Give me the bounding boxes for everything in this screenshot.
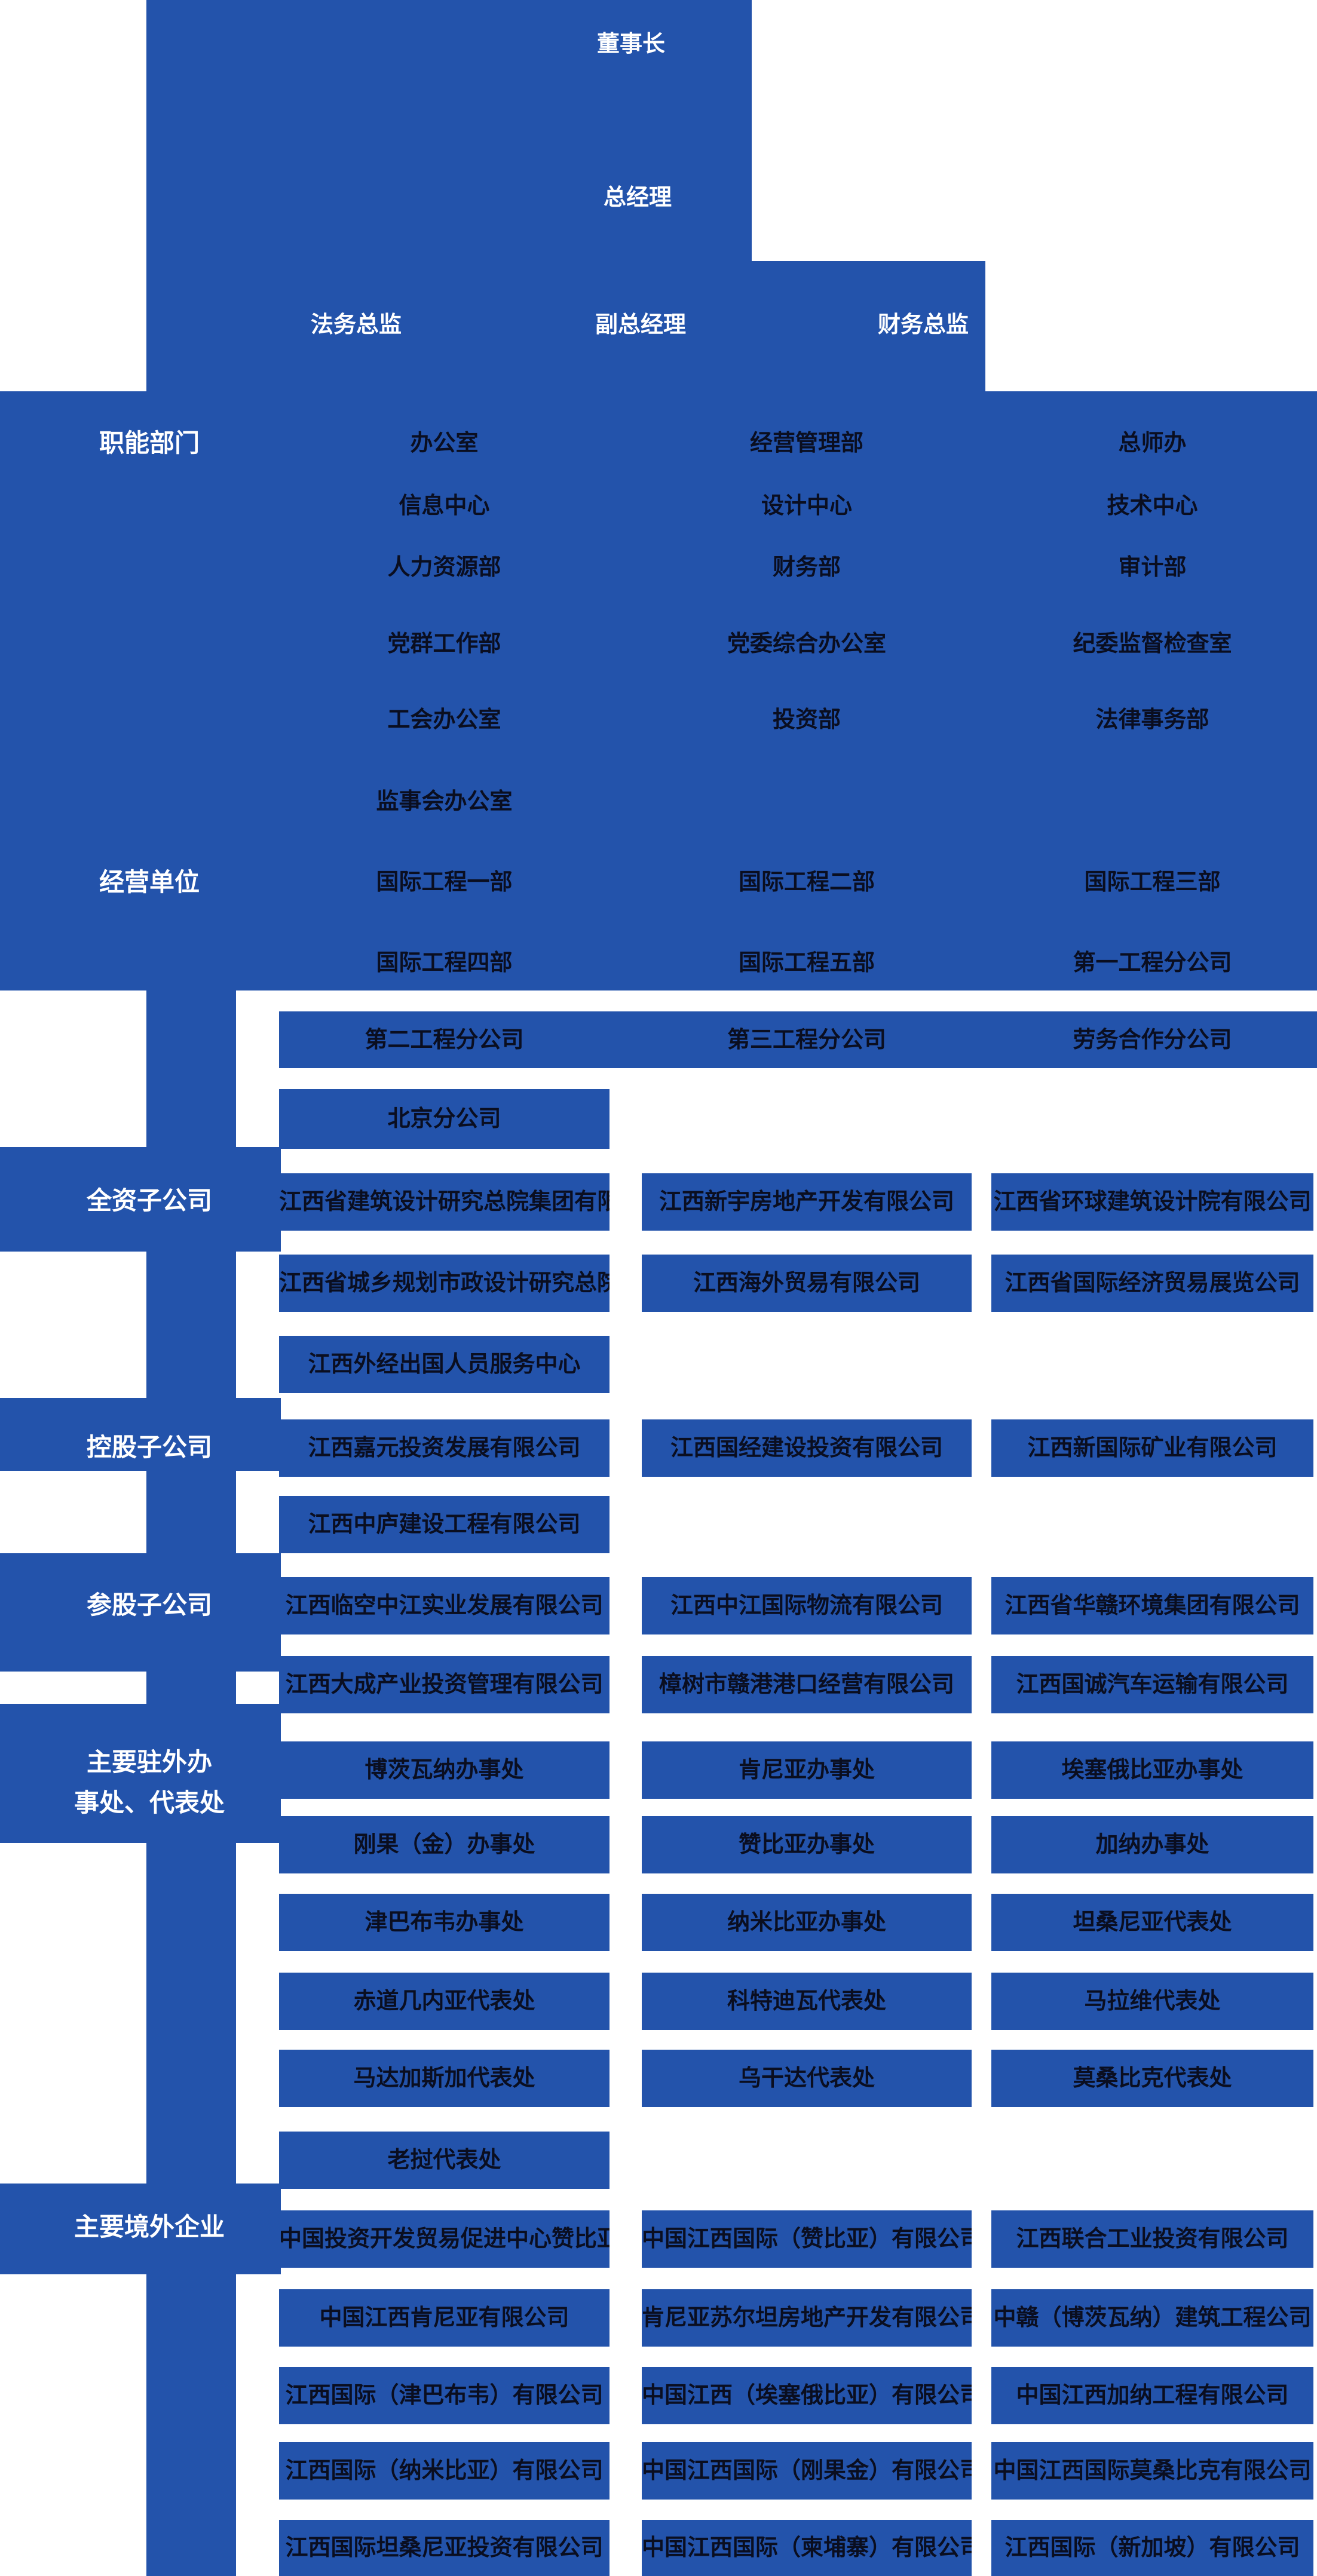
org-node: 国际工程一部	[376, 870, 513, 895]
org-node: 莫桑比克代表处	[991, 2050, 1313, 2107]
org-node: 马拉维代表处	[991, 1973, 1313, 2030]
org-node: 纳米比亚办事处	[642, 1894, 972, 1951]
general-manager-title: 总经理	[603, 185, 672, 210]
org-node: 江西省华赣环境集团有限公司	[991, 1577, 1313, 1634]
org-node: 科特迪瓦代表处	[642, 1973, 972, 2030]
org-node: 肯尼亚办事处	[642, 1741, 972, 1799]
group-label-overseas-enterprises: 主要境外企业	[73, 2213, 225, 2241]
org-node: 办公室	[410, 431, 479, 456]
deputy-general-manager-title: 副总经理	[595, 312, 686, 338]
legal-director-title: 法务总监	[310, 312, 402, 338]
org-node: 马达加斯加代表处	[279, 2050, 610, 2107]
org-node: 经营管理部	[749, 431, 863, 456]
org-node: 国际工程二部	[738, 870, 875, 895]
org-node: 江西外经出国人员服务中心	[279, 1336, 610, 1393]
org-node: 审计部	[1118, 555, 1187, 580]
org-node: 乌干达代表处	[642, 2050, 972, 2107]
branch-band	[279, 1011, 1317, 1068]
org-node: 纪委监督检查室	[1073, 631, 1232, 657]
executive-band	[146, 261, 985, 391]
org-node: 江西新国际矿业有限公司	[991, 1419, 1313, 1477]
org-node: 肯尼亚苏尔坦房地产开发有限公司	[642, 2289, 972, 2347]
org-node: 中国江西加纳工程有限公司	[991, 2367, 1313, 2424]
group-label-overseas-offices-line1: 主要驻外办	[86, 1748, 212, 1776]
chairman-title: 董事长	[596, 32, 665, 57]
org-node: 第一工程分公司	[1073, 950, 1232, 976]
group-label-business-units: 经营单位	[99, 868, 200, 896]
org-node: 江西省国际经济贸易展览公司	[991, 1255, 1313, 1312]
label-block-holding	[0, 1398, 281, 1471]
group-label-wholly-owned: 全资子公司	[86, 1186, 212, 1215]
org-node: 老挝代表处	[279, 2132, 610, 2189]
org-node: 财务部	[772, 555, 841, 580]
org-node: 津巴布韦办事处	[279, 1894, 610, 1951]
org-node: 中赣（博茨瓦纳）建筑工程公司	[991, 2289, 1313, 2347]
org-node: 江西新宇房地产开发有限公司	[642, 1173, 972, 1231]
org-node: 江西临空中江实业发展有限公司	[279, 1577, 610, 1634]
top-left-block	[146, 0, 752, 261]
org-node: 劳务合作分公司	[1073, 1028, 1232, 1053]
label-block-overseas-offices	[0, 1704, 281, 1843]
org-node: 中国投资开发贸易促进中心赞比亚有限公司	[279, 2210, 610, 2268]
group-label-equity: 参股子公司	[86, 1591, 212, 1619]
org-node: 第二工程分公司	[365, 1028, 524, 1053]
org-node: 江西省城乡规划市政设计研究总院有限公司	[279, 1255, 610, 1312]
org-node: 江西海外贸易有限公司	[642, 1255, 972, 1312]
org-node: 人力资源部	[387, 555, 501, 580]
org-node: 赞比亚办事处	[642, 1816, 972, 1873]
org-node: 中国江西国际莫桑比克有限公司	[991, 2442, 1313, 2500]
org-node: 监事会办公室	[376, 789, 513, 814]
org-node: 国际工程四部	[376, 950, 513, 976]
org-node: 设计中心	[761, 493, 852, 519]
org-node: 江西国际坦桑尼亚投资有限公司	[279, 2520, 610, 2576]
org-node: 赤道几内亚代表处	[279, 1973, 610, 2030]
org-node: 第三工程分公司	[727, 1028, 886, 1053]
finance-director-title: 财务总监	[877, 312, 969, 338]
org-node: 国际工程五部	[738, 950, 875, 976]
label-block-equity	[0, 1553, 281, 1672]
org-node: 江西省建筑设计研究总院集团有限公司	[279, 1173, 610, 1231]
org-node: 总师办	[1118, 431, 1187, 456]
org-node: 技术中心	[1107, 493, 1198, 519]
org-node: 江西大成产业投资管理有限公司	[279, 1656, 610, 1713]
org-node: 江西嘉元投资发展有限公司	[279, 1419, 610, 1477]
org-node: 江西省环球建筑设计院有限公司	[991, 1173, 1313, 1231]
org-node: 博茨瓦纳办事处	[279, 1741, 610, 1799]
org-node: 中国江西国际（柬埔寨）有限公司	[642, 2520, 972, 2576]
org-node: 信息中心	[399, 493, 490, 519]
org-node: 北京分公司	[279, 1089, 610, 1149]
org-node: 党群工作部	[387, 631, 501, 657]
org-node: 江西国际（津巴布韦）有限公司	[279, 2367, 610, 2424]
org-node: 国际工程三部	[1084, 870, 1221, 895]
label-block-overseas-enterprises	[0, 2184, 281, 2274]
group-label-functional-departments: 职能部门	[99, 429, 200, 457]
org-node: 中国江西肯尼亚有限公司	[279, 2289, 610, 2347]
org-node: 中国江西国际（刚果金）有限公司	[642, 2442, 972, 2500]
org-node: 党委综合办公室	[727, 631, 886, 657]
org-node: 埃塞俄比亚办事处	[991, 1741, 1313, 1799]
org-node: 江西中江国际物流有限公司	[642, 1577, 972, 1634]
org-node: 江西国诚汽车运输有限公司	[991, 1656, 1313, 1713]
org-node: 江西国经建设投资有限公司	[642, 1419, 972, 1477]
org-node: 中国江西国际（赞比亚）有限公司	[642, 2210, 972, 2268]
group-label-overseas-offices-line2: 事处、代表处	[73, 1789, 225, 1817]
org-node: 刚果（金）办事处	[279, 1816, 610, 1873]
org-node: 江西国际（纳米比亚）有限公司	[279, 2442, 610, 2500]
group-label-holding: 控股子公司	[86, 1433, 212, 1461]
label-block-wholly-owned	[0, 1147, 281, 1252]
org-node: 工会办公室	[387, 707, 501, 732]
org-node: 江西国际（新加坡）有限公司	[991, 2520, 1313, 2576]
org-node: 法律事务部	[1095, 707, 1209, 732]
org-node: 江西联合工业投资有限公司	[991, 2210, 1313, 2268]
org-node: 江西中庐建设工程有限公司	[279, 1496, 610, 1553]
org-node: 樟树市赣港港口经营有限公司	[642, 1656, 972, 1713]
org-node: 加纳办事处	[991, 1816, 1313, 1873]
org-node: 中国江西（埃塞俄比亚）有限公司	[642, 2367, 972, 2424]
org-node: 投资部	[772, 707, 841, 732]
org-node: 坦桑尼亚代表处	[991, 1894, 1313, 1951]
